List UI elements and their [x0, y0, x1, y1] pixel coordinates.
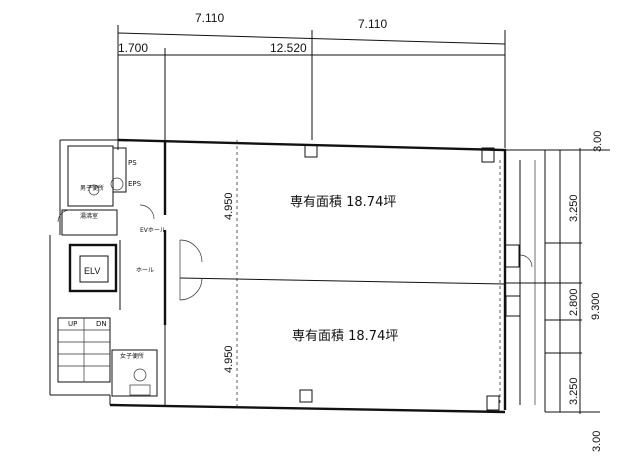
room-wc-top: 男子便所 [80, 184, 104, 192]
stair-down-label: DN [96, 320, 107, 328]
top-dimensions: 7.110 7.110 1.700 12.520 [117, 11, 506, 150]
ps-label: PS [128, 159, 137, 167]
room-wc-bottom: 女子便所 [120, 352, 144, 360]
room-ev-hall: EVホール [140, 227, 166, 234]
elevator-label: ELV [84, 266, 100, 276]
building-core: ELV [57, 145, 203, 397]
dim-right-top: 3.00 [592, 131, 604, 152]
eps-label: EPS [128, 180, 142, 188]
dim-top-left: 7.110 [195, 11, 224, 25]
dim-right-bottom: 3.00 [591, 431, 603, 452]
unit1-area-label: 専有面積 18.74坪 [290, 195, 396, 210]
dim-unit2-depth: 4.950 [223, 345, 235, 373]
room-kitchenette: 湯沸室 [80, 212, 98, 220]
dim-overall-width: 12.520 [270, 41, 307, 55]
dim-unit1-depth: 4.950 [223, 192, 235, 220]
stair-up-label: UP [68, 320, 77, 328]
dim-right-upper: 3.250 [568, 194, 580, 222]
interior-partitions [179, 140, 545, 411]
dim-right-lower: 3.250 [568, 377, 580, 405]
room-hall: ホール [136, 267, 154, 274]
elevator-shaft [68, 243, 118, 293]
dim-right-middle: 2.800 [568, 288, 580, 316]
dim-right-total: 9.300 [590, 292, 602, 320]
unit2-area-label: 専有面積 18.74坪 [292, 329, 398, 344]
column-bottom [299, 389, 313, 403]
dim-top-right: 7.110 [358, 17, 387, 31]
right-dimensions: 3.00 3.250 2.800 9.300 3.250 3.00 [505, 131, 610, 452]
column-top [304, 144, 318, 158]
building-walls [49, 138, 507, 414]
dim-left-offset: 1.700 [118, 41, 148, 55]
